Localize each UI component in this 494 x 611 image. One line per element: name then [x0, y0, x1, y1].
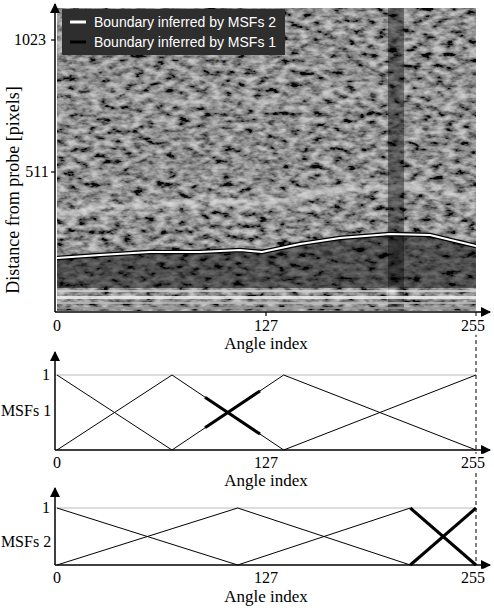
- x-tick-value: 255: [460, 454, 486, 472]
- x-tick-value: 0: [52, 317, 62, 335]
- x-tick-value: 127: [253, 454, 279, 472]
- axis-title: Angle index: [224, 471, 308, 491]
- legend-row: Boundary inferred by MSFs 2: [68, 12, 276, 32]
- legend-sample: [68, 17, 88, 27]
- y-tick-value: 511: [24, 163, 49, 181]
- x-tick-value: 255: [460, 317, 486, 335]
- membership-function: [172, 375, 476, 450]
- axis-title: Angle index: [224, 587, 308, 607]
- membership-function: [238, 508, 411, 565]
- active-function: [205, 391, 260, 428]
- legend-text: Boundary inferred by MSFs 1: [94, 32, 276, 52]
- bottom-echo: [57, 290, 476, 292]
- dark-region: [57, 234, 476, 288]
- panel-label: MSFs 1: [1, 402, 51, 420]
- legend-line: [70, 21, 86, 24]
- y-axis: [54, 4, 56, 312]
- axis-title: Distance from probe [pixels]: [3, 86, 24, 293]
- membership-function: [57, 375, 284, 450]
- boundary-msfs1: [57, 234, 476, 258]
- axis-title: Angle index: [224, 334, 308, 354]
- bottom-echo: [57, 296, 476, 299]
- guide-line: [476, 312, 477, 565]
- legend-line: [70, 41, 86, 44]
- x-tick-value: 0: [52, 454, 62, 472]
- y-axis: [54, 488, 56, 565]
- y-axis: [54, 352, 56, 450]
- legend-sample: [68, 37, 88, 47]
- tick: [51, 39, 55, 40]
- x-axis: [55, 449, 490, 451]
- speckle-texture: [57, 8, 476, 311]
- x-axis: [55, 564, 490, 566]
- bright-spot: [386, 288, 398, 296]
- acoustic-shadow: [388, 8, 404, 311]
- bottom-echo: [57, 307, 476, 309]
- grid-line: [55, 375, 476, 376]
- y-tick-value: 1: [41, 366, 51, 384]
- x-tick-value: 127: [253, 569, 279, 587]
- legend-row: Boundary inferred by MSFs 1: [68, 32, 276, 52]
- active-function: [410, 508, 476, 565]
- tissue-band: [57, 90, 476, 104]
- legend-box: Boundary inferred by MSFs 2Boundary infe…: [62, 9, 285, 55]
- membership-function: [284, 375, 476, 450]
- x-axis: [55, 311, 490, 313]
- legend-text: Boundary inferred by MSFs 2: [94, 12, 276, 32]
- x-tick-value: 255: [460, 569, 486, 587]
- tick: [51, 171, 55, 172]
- tissue-band: [57, 186, 476, 213]
- image-ground: [57, 8, 476, 311]
- x-tick-value: 127: [253, 317, 279, 335]
- membership-function: [57, 508, 410, 565]
- y-tick-value: 1023: [13, 31, 47, 49]
- bottom-echo: [57, 302, 476, 304]
- boundary-msfs2: [57, 234, 476, 258]
- ultrasound-image: [57, 8, 476, 311]
- tick: [265, 312, 266, 316]
- x-tick-value: 0: [52, 569, 62, 587]
- active-function: [205, 397, 260, 434]
- y-tick-value: 1: [41, 499, 51, 517]
- active-function: [410, 508, 476, 565]
- panel-label: MSFs 2: [1, 533, 51, 551]
